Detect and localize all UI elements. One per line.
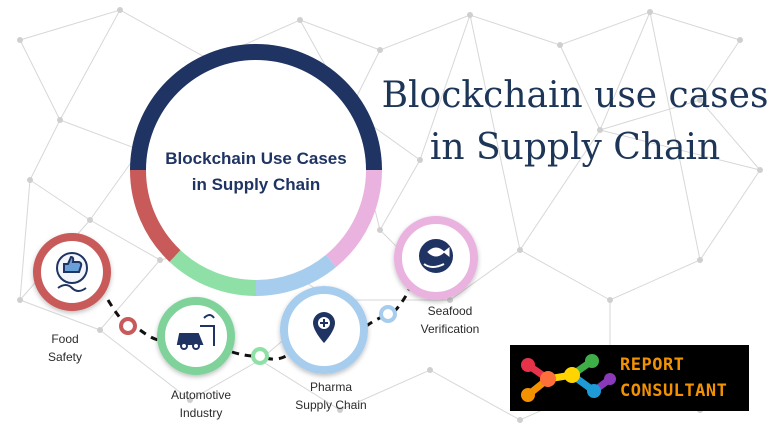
medical-pin-icon <box>313 312 335 343</box>
label-food-safety-line-2: Safety <box>47 350 83 364</box>
car-service-icon <box>176 314 215 350</box>
use-case-seafood-verification <box>394 216 478 300</box>
label-food-safety-line-1: Food <box>51 332 79 346</box>
label-pharma-supply-chain-line-1: Pharma <box>309 380 353 394</box>
brand-line-2: CONSULTANT <box>620 381 728 401</box>
label-automotive-industry-line-2: Industry <box>179 406 223 420</box>
headline-line-1: Blockchain use cases <box>381 75 769 116</box>
ring-segment-red <box>129 169 181 262</box>
brand-line-1: REPORT <box>620 355 685 375</box>
label-pharma-supply-chain-line-2: Supply Chain <box>295 398 367 412</box>
thumbs-up-hand-icon <box>56 252 88 292</box>
label-food-safety: Food Safety <box>30 330 100 366</box>
label-seafood-verification-line-1: Seafood <box>427 304 473 318</box>
fish-in-hand-icon <box>419 239 453 273</box>
report-consultant-logo: REPORT CONSULTANT <box>510 345 749 411</box>
ring-segment-blue <box>255 254 337 296</box>
label-seafood-verification: Seafood Verification <box>410 302 490 338</box>
label-seafood-verification-line-2: Verification <box>420 322 480 336</box>
molecule-logo-icon <box>521 354 616 402</box>
connector-joints <box>119 305 397 365</box>
use-case-pharma-supply-chain <box>280 286 368 374</box>
use-case-automotive-industry <box>157 297 235 375</box>
headline-line-2: in Supply Chain <box>429 127 721 168</box>
hub-title-line-2: in Supply Chain <box>191 175 321 194</box>
use-case-food-safety <box>33 233 111 311</box>
ring-segment-navy <box>130 44 382 171</box>
hub-title-line-1: Blockchain Use Cases <box>165 149 347 168</box>
label-pharma-supply-chain: Pharma Supply Chain <box>286 378 376 414</box>
label-automotive-industry-line-1: Automotive <box>170 388 232 402</box>
ring-segment-green <box>169 250 257 297</box>
label-automotive-industry: Automotive Industry <box>156 386 246 422</box>
hub-ring <box>129 44 382 297</box>
ring-segment-pink <box>325 169 382 268</box>
